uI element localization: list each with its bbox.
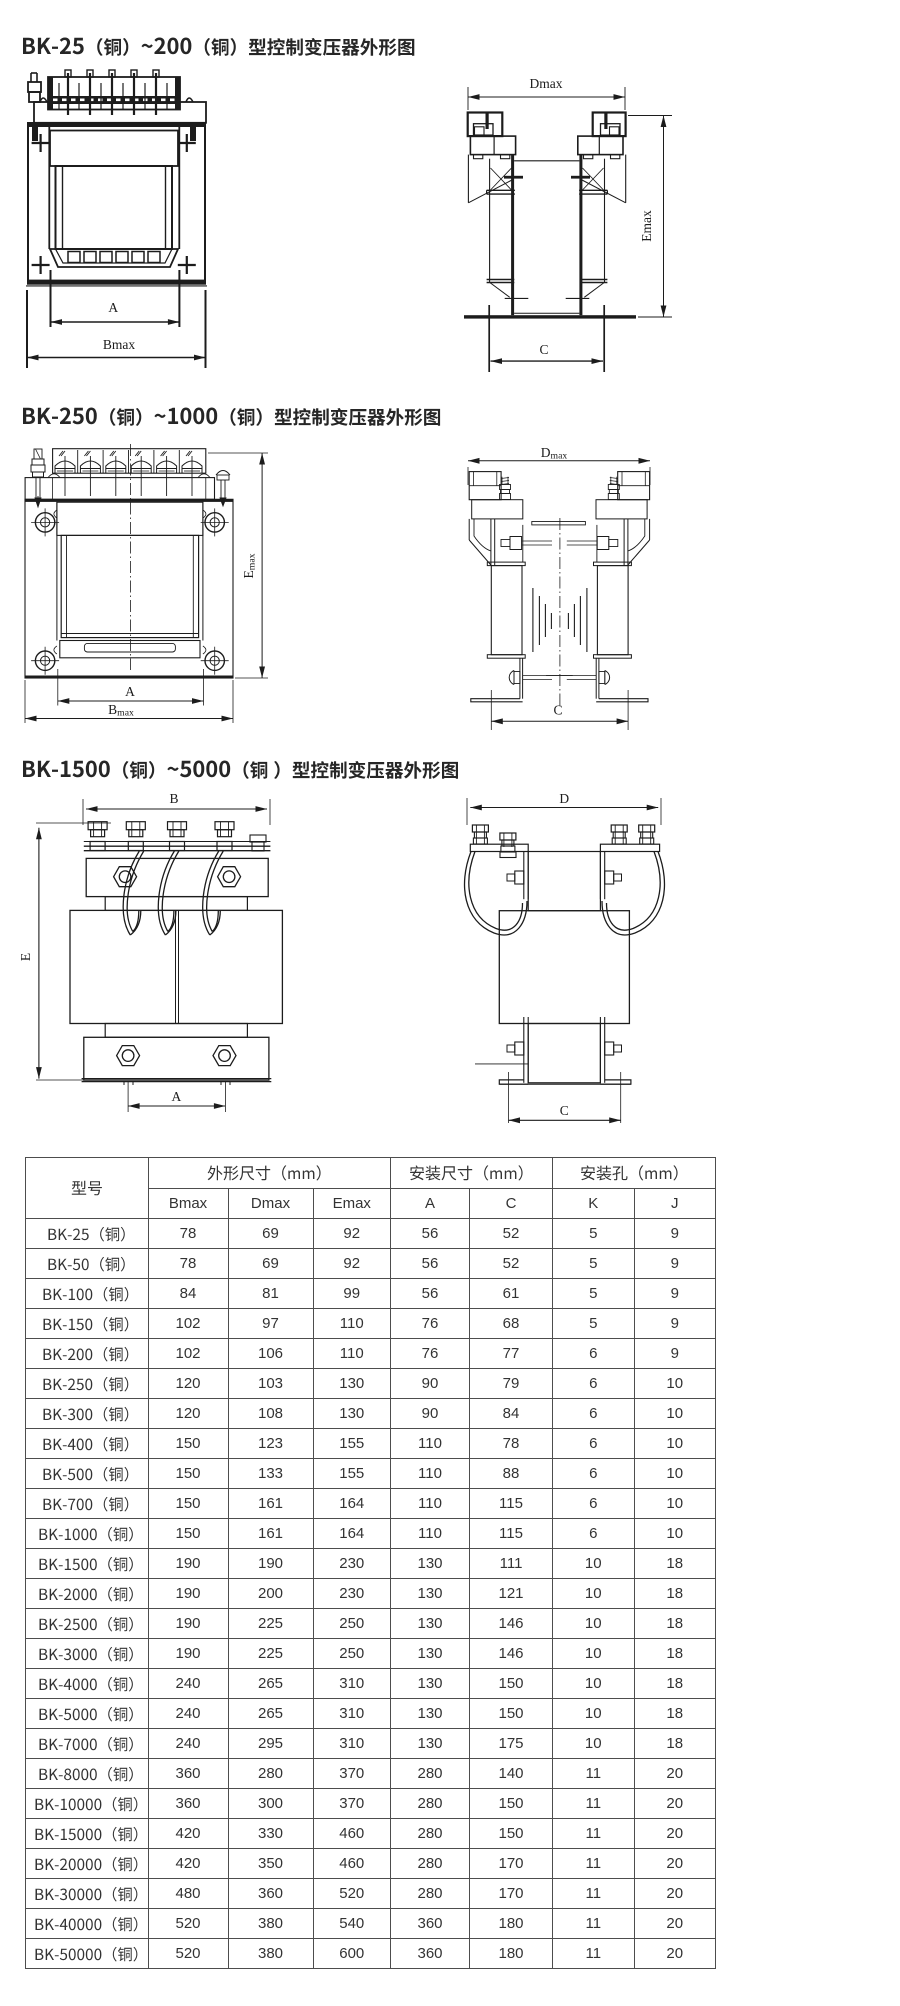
- svg-text:Bmax: Bmax: [108, 702, 134, 719]
- svg-text:Dmax: Dmax: [541, 445, 568, 462]
- svg-text:A: A: [172, 1089, 182, 1104]
- svg-text:E: E: [20, 953, 33, 961]
- svg-text:Emax: Emax: [639, 210, 654, 242]
- svg-text:Dmax: Dmax: [530, 76, 563, 91]
- svg-text:B: B: [169, 791, 178, 806]
- svg-text:C: C: [553, 703, 562, 718]
- svg-text:C: C: [539, 342, 548, 357]
- svg-text:D: D: [559, 791, 569, 806]
- svg-text:Bmax: Bmax: [103, 337, 135, 352]
- svg-text:A: A: [125, 684, 135, 699]
- svg-text:A: A: [108, 300, 118, 315]
- svg-text:C: C: [560, 1103, 569, 1118]
- svg-text:Emax: Emax: [241, 553, 258, 578]
